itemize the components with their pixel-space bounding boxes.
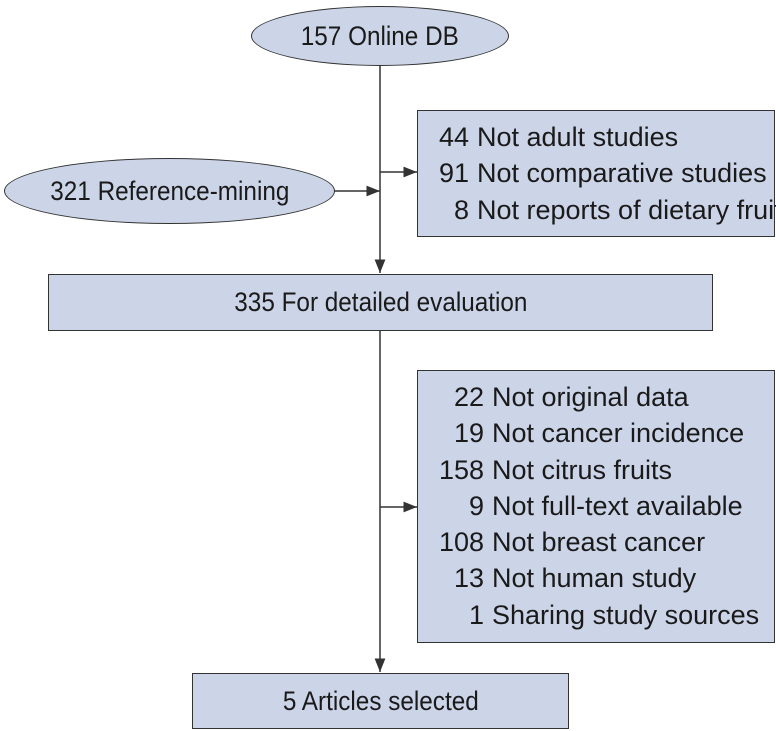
exclusions-box-1: 44 Not adult studies 91 Not comparative … (417, 110, 776, 237)
exclusion-reason: Sharing study sources (492, 599, 760, 630)
exclusion-count: 22 (453, 382, 484, 412)
exclusion-count: 44 (438, 122, 469, 152)
exclusion-row: 108 Not breast cancer (432, 524, 759, 560)
exclusion-row: 22 Not original data (432, 379, 759, 415)
exclusion-reason: Not reports of dietary fruits (477, 194, 776, 225)
exclusion-count: 19 (453, 418, 484, 449)
exclusions-list-1: 44 Not adult studies 91 Not comparative … (432, 119, 776, 228)
exclusion-count: 158 (438, 454, 484, 485)
exclusion-reason: Not human study (492, 563, 697, 594)
exclusions-list-2: 22 Not original data 19 Not cancer incid… (432, 379, 759, 633)
exclusion-count: 8 (453, 194, 469, 225)
detailed-evaluation-node: 335 For detailed evaluation (48, 274, 713, 331)
exclusion-row: 9 Not full-text available (432, 488, 759, 524)
exclusion-row: 44 Not adult studies (432, 119, 776, 155)
exclusion-reason: Not full-text available (492, 490, 743, 521)
exclusion-row: 1 Sharing study sources (432, 597, 759, 633)
reference-mining-label: 321 Reference-mining (49, 175, 290, 206)
exclusion-row: 91 Not comparative studies (432, 155, 776, 191)
exclusion-reason: Not cancer incidence (492, 418, 745, 449)
articles-selected-label: 5 Articles selected (282, 685, 479, 716)
articles-selected-node: 5 Articles selected (192, 673, 569, 729)
reference-mining-node: 321 Reference-mining (4, 158, 335, 224)
exclusion-count: 9 (468, 490, 484, 521)
exclusions-box-2: 22 Not original data 19 Not cancer incid… (417, 370, 775, 643)
exclusion-count: 108 (438, 527, 484, 558)
exclusion-reason: Not citrus fruits (492, 454, 673, 485)
exclusion-reason: Not breast cancer (492, 527, 706, 558)
exclusion-count: 91 (438, 158, 469, 189)
online-db-label: 157 Online DB (300, 20, 460, 51)
exclusion-row: 13 Not human study (432, 560, 759, 596)
exclusion-reason: Not adult studies (477, 122, 679, 152)
exclusion-reason: Not comparative studies (477, 158, 767, 189)
detailed-evaluation-label: 335 For detailed evaluation (233, 287, 528, 317)
online-db-node: 157 Online DB (251, 6, 509, 66)
exclusion-row: 19 Not cancer incidence (432, 415, 759, 451)
exclusion-reason: Not original data (492, 382, 689, 412)
exclusion-row: 8 Not reports of dietary fruits (432, 192, 776, 228)
exclusion-count: 1 (468, 599, 484, 630)
exclusion-count: 13 (453, 563, 484, 594)
exclusion-row: 158 Not citrus fruits (432, 452, 759, 488)
